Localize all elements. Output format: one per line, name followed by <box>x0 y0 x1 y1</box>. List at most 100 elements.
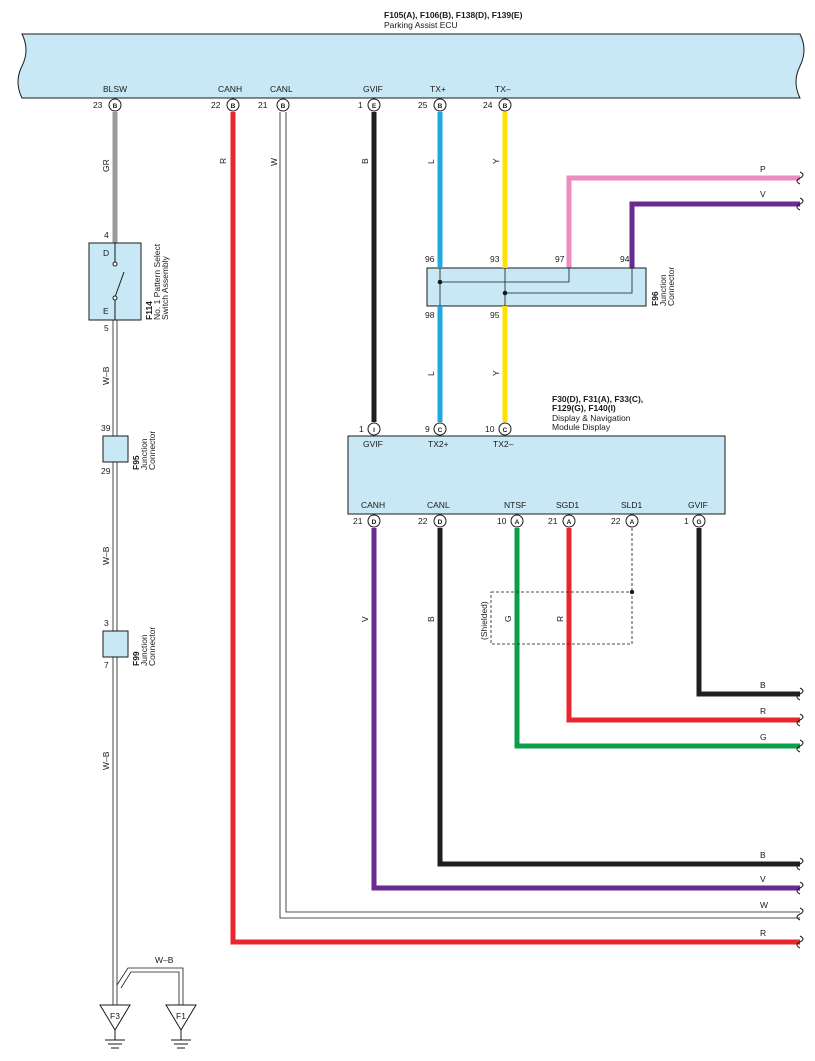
wire-label: L <box>426 371 436 376</box>
svg-text:1: 1 <box>359 424 364 434</box>
display-pin-name: NTSF <box>504 500 526 510</box>
ecu-pin-number: 24 <box>483 100 493 110</box>
ecu-pin-letter: E <box>372 103 377 110</box>
svg-text:29: 29 <box>101 466 111 476</box>
wire-w-canl <box>279 112 800 919</box>
wire-b-gvif-2 <box>696 528 800 697</box>
switch-term-bottom: E <box>103 306 109 316</box>
svg-text:39: 39 <box>101 423 111 433</box>
parking-assist-ecu: F105(A), F106(B), F138(D), F139(E) Parki… <box>17 10 805 99</box>
ecu-pin-name: TX+ <box>430 84 446 94</box>
svg-text:22: 22 <box>611 516 621 526</box>
wire-v-top <box>629 201 800 270</box>
junction-box-f95 <box>102 435 129 463</box>
ecu-name: Parking Assist ECU <box>384 20 458 30</box>
svg-text:Connector: Connector <box>666 267 676 306</box>
svg-text:I: I <box>373 427 375 434</box>
ecu-pin-number: 23 <box>93 100 103 110</box>
junction-code: F96 <box>650 291 660 306</box>
ecu-pin-name: CANL <box>270 84 293 94</box>
ecu-pin-number: 21 <box>258 100 268 110</box>
display-connectors: F30(D), F31(A), F33(C), <box>552 394 643 404</box>
switch-pin-top: 4 <box>104 230 109 240</box>
svg-text:95: 95 <box>490 310 500 320</box>
wire-label: W <box>269 158 279 166</box>
junction-box-f96 <box>426 267 647 307</box>
junction-code: F95 <box>131 455 141 470</box>
ecu-pin-number: 1 <box>358 100 363 110</box>
svg-text:10: 10 <box>485 424 495 434</box>
wire-label: V <box>760 874 766 884</box>
wire-label: G <box>760 732 767 742</box>
wire-r-canh <box>230 112 800 945</box>
wire-label: W <box>760 900 768 910</box>
display-pin-name: SLD1 <box>621 500 643 510</box>
ecu-pin-name: TX– <box>495 84 511 94</box>
switch-term-top: D <box>103 248 109 258</box>
ecu-pin-letter: B <box>113 103 118 110</box>
ecu-pin-number: 22 <box>211 100 221 110</box>
display-pin-name: SGD1 <box>556 500 579 510</box>
display-name: Module Display <box>552 422 611 432</box>
switch-f114: 4 D E 5 F114 No. 1 Pattern Select Switch… <box>88 230 170 333</box>
wire-label: W–B <box>101 546 111 565</box>
ecu-pin-letter: B <box>503 103 508 110</box>
svg-text:96: 96 <box>425 254 435 264</box>
svg-text:D: D <box>438 519 443 526</box>
ecu-pin-letter: B <box>281 103 286 110</box>
wire-label: B <box>760 680 766 690</box>
ecu-pin-name: CANH <box>218 84 242 94</box>
junction-box-f99 <box>102 630 129 658</box>
svg-text:21: 21 <box>353 516 363 526</box>
wire-label: W–B <box>101 366 111 385</box>
wire-label: V <box>760 189 766 199</box>
wire-v-canh <box>371 528 800 891</box>
ecu-pin-letter: B <box>438 103 443 110</box>
svg-text:A: A <box>630 519 635 526</box>
display-name: Display & Navigation <box>552 413 631 423</box>
ecu-box <box>17 33 805 99</box>
svg-text:C: C <box>438 427 443 434</box>
svg-text:Connector: Connector <box>147 627 157 666</box>
wires <box>112 112 800 1005</box>
wire-label: B <box>760 850 766 860</box>
ecu-pin-name: GVIF <box>363 84 383 94</box>
ground-f1: F1 <box>165 1004 197 1049</box>
display-connectors: F129(G), F140(I) <box>552 403 616 413</box>
junction-f99: 3 7 F99 Junction Connector <box>102 618 157 670</box>
svg-text:10: 10 <box>497 516 507 526</box>
wire-label: R <box>760 706 766 716</box>
wire-label: R <box>760 928 766 938</box>
wire-p <box>566 175 800 270</box>
ecu-connectors: F105(A), F106(B), F138(D), F139(E) <box>384 10 523 20</box>
shield-box <box>490 591 633 645</box>
svg-text:Junction: Junction <box>139 438 149 470</box>
ecu-pin-name: BLSW <box>103 84 127 94</box>
svg-text:1: 1 <box>684 516 689 526</box>
display-pin-name: TX2– <box>493 439 514 449</box>
svg-text:D: D <box>372 519 377 526</box>
display-box <box>347 435 726 515</box>
svg-text:A: A <box>567 519 572 526</box>
wire-label: B <box>426 616 436 622</box>
shielded-label: (Shielded) <box>479 601 489 640</box>
wire-label: L <box>426 159 436 164</box>
display-pin-name: TX2+ <box>428 439 449 449</box>
junction-f96: 96 93 97 94 98 95 F96 Junction Connector <box>425 254 676 320</box>
wire-wb <box>112 320 184 1005</box>
svg-text:98: 98 <box>425 310 435 320</box>
display-module: F30(D), F31(A), F33(C), F129(G), F140(I)… <box>347 394 726 528</box>
switch-pin-bottom: 5 <box>104 323 109 333</box>
wire-label: Y <box>491 370 501 376</box>
wire-label: B <box>360 158 370 164</box>
wire-label: G <box>503 615 513 622</box>
switch-code: F114 <box>144 301 154 320</box>
wire-ends <box>796 171 804 949</box>
wire-label: W–B <box>155 955 174 965</box>
wire-label: GR <box>101 159 111 172</box>
svg-text:C: C <box>503 427 508 434</box>
wire-label: R <box>555 616 565 622</box>
wire-label: W–B <box>101 751 111 770</box>
wire-labels: GR R W B L Y W–B W–B W–B W–B L Y V B G R… <box>101 158 768 965</box>
